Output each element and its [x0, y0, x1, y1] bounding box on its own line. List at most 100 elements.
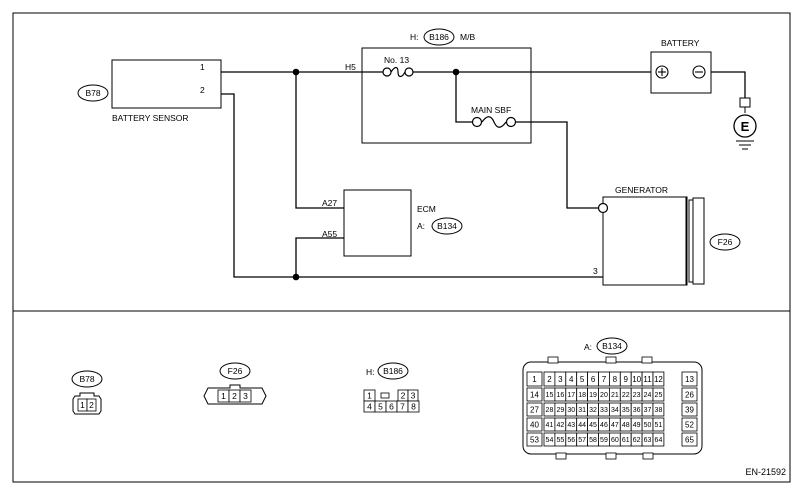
wire-to-ecm-a55: [295, 237, 344, 277]
pin-cell: [681, 417, 698, 432]
pin-number: 44: [578, 422, 586, 429]
pin-number: 10: [632, 375, 641, 384]
pin-number: 22: [622, 392, 630, 399]
diagram-frame: [12, 12, 791, 483]
pin-number: 17: [567, 392, 575, 399]
pin-number: 2: [232, 391, 237, 401]
connector-badge: [709, 233, 741, 251]
pin-number: 32: [589, 407, 597, 414]
pin-number: 26: [685, 390, 694, 399]
pin-label: 2: [200, 85, 205, 95]
connector-badge-label: F26: [228, 366, 243, 376]
connector-badge: [71, 370, 103, 388]
pin-number: 25: [655, 392, 663, 399]
pin-cell: [526, 417, 543, 432]
connector-key: [380, 392, 390, 399]
pin-number: 59: [600, 437, 608, 444]
document-id: EN-21592: [745, 467, 786, 477]
pin-cell: [652, 371, 665, 387]
pin-number: 3: [558, 375, 563, 384]
pin-number: 30: [567, 407, 575, 414]
connector-badge-label: B78: [79, 374, 94, 384]
pin-label: A55: [322, 229, 337, 239]
pin-cell: [526, 432, 543, 447]
pin-number: 64: [655, 437, 663, 444]
pin-number: 46: [600, 422, 608, 429]
pin-number: 3: [411, 391, 416, 401]
pin-label: A27: [322, 198, 337, 208]
pin-cell: [681, 432, 698, 447]
sbf-terminal: [505, 116, 517, 128]
ground-label: E: [741, 119, 750, 134]
connector-prefix: A:: [584, 342, 592, 352]
pin-cell: [239, 389, 252, 403]
pin-cell: [526, 387, 543, 402]
pin-number: 58: [589, 437, 597, 444]
fuse-terminal: [404, 67, 414, 77]
connector-key: [605, 452, 617, 460]
pin-cell: [681, 402, 698, 417]
pin-number: 18: [578, 392, 586, 399]
pin-cell: [652, 387, 665, 402]
fuse-label: No. 13: [384, 55, 409, 65]
pin-number: 41: [546, 422, 554, 429]
generator-label: GENERATOR: [615, 185, 668, 195]
pin-number: 12: [654, 375, 663, 384]
pin-number: 14: [530, 390, 539, 399]
pin-number: 55: [556, 437, 564, 444]
pin-number: 34: [611, 407, 619, 414]
harness-prefix: H:: [410, 32, 419, 42]
connector-badge-label: B78: [85, 88, 100, 98]
junction-dot: [292, 273, 300, 281]
pin-number: 27: [530, 405, 539, 414]
pin-cell: [86, 398, 97, 412]
pin-number: 48: [622, 422, 630, 429]
pin-number: 7: [400, 402, 405, 412]
pin-number: 33: [600, 407, 608, 414]
wire-sbf-to-generator: [513, 121, 600, 209]
pin-number: 56: [567, 437, 575, 444]
connector-key: [641, 356, 653, 364]
wires: [221, 71, 746, 278]
pin-label: 3: [593, 266, 598, 276]
pin-number: 2: [547, 375, 552, 384]
pin-number: 4: [367, 402, 372, 412]
pin-number: 7: [602, 375, 607, 384]
pin-number: 63: [644, 437, 652, 444]
pin-number: 13: [685, 375, 694, 384]
pin-cell: [652, 402, 665, 417]
pin-cell: [652, 417, 665, 432]
ecm-box: [343, 189, 412, 257]
pin-number: 20: [600, 392, 608, 399]
fuse-symbol: [390, 66, 406, 78]
ecm-label: ECM: [417, 204, 436, 214]
connector-badge: [431, 217, 463, 235]
fuse-terminal: [382, 67, 392, 77]
pin-number: 2: [89, 400, 94, 410]
generator-box: [602, 196, 688, 286]
wire-sensor2-to-generator: [221, 93, 603, 278]
pin-cell: [681, 371, 698, 387]
pin-number: 8: [613, 375, 618, 384]
connector-key: [642, 452, 654, 460]
harness-prefix: H:: [366, 367, 375, 377]
pin-number: 5: [378, 402, 383, 412]
connector-badge: [377, 362, 409, 380]
connector-badge: [77, 84, 109, 102]
pin-number: 1: [532, 375, 537, 384]
pin-number: 5: [580, 375, 585, 384]
battery-sensor-box: [111, 59, 222, 109]
pin-number: 60: [611, 437, 619, 444]
connector-badge: [219, 362, 251, 380]
pin-number: 15: [546, 392, 554, 399]
pin-number: 62: [633, 437, 641, 444]
pin-number: 31: [578, 407, 586, 414]
pin-number: 37: [644, 407, 652, 414]
pin-number: 54: [546, 437, 554, 444]
connector-badge-label: B186: [429, 32, 449, 42]
pin-number: 6: [591, 375, 596, 384]
pin-number: 1: [80, 400, 85, 410]
pin-number: 42: [556, 422, 564, 429]
pin-number: 65: [685, 435, 694, 444]
